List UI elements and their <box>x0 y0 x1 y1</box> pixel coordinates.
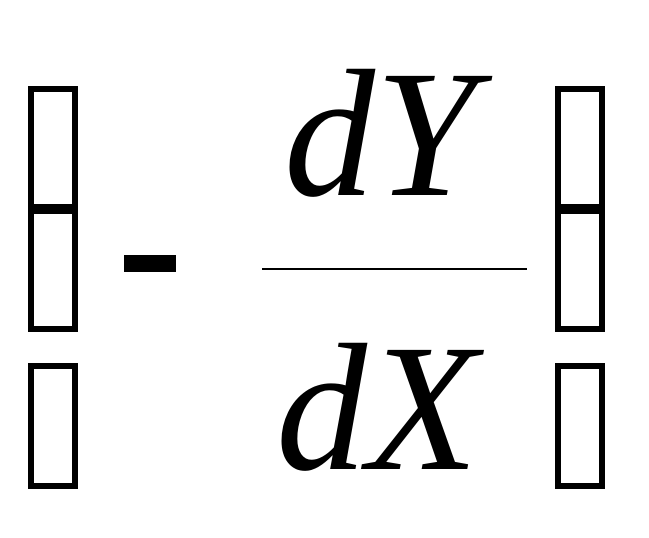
minus-sign <box>124 255 176 272</box>
right-bracket-middle-missing-glyph-icon <box>555 204 605 332</box>
denominator: dX <box>276 308 479 509</box>
numerator: dY <box>284 34 477 235</box>
fraction-bar <box>262 268 527 270</box>
left-bracket-top-missing-glyph-icon <box>28 86 78 214</box>
left-bracket-middle-missing-glyph-icon <box>28 204 78 332</box>
right-bracket-bottom-missing-glyph-icon <box>555 363 605 489</box>
left-bracket-bottom-missing-glyph-icon <box>28 363 78 489</box>
right-bracket-top-missing-glyph-icon <box>555 86 605 214</box>
